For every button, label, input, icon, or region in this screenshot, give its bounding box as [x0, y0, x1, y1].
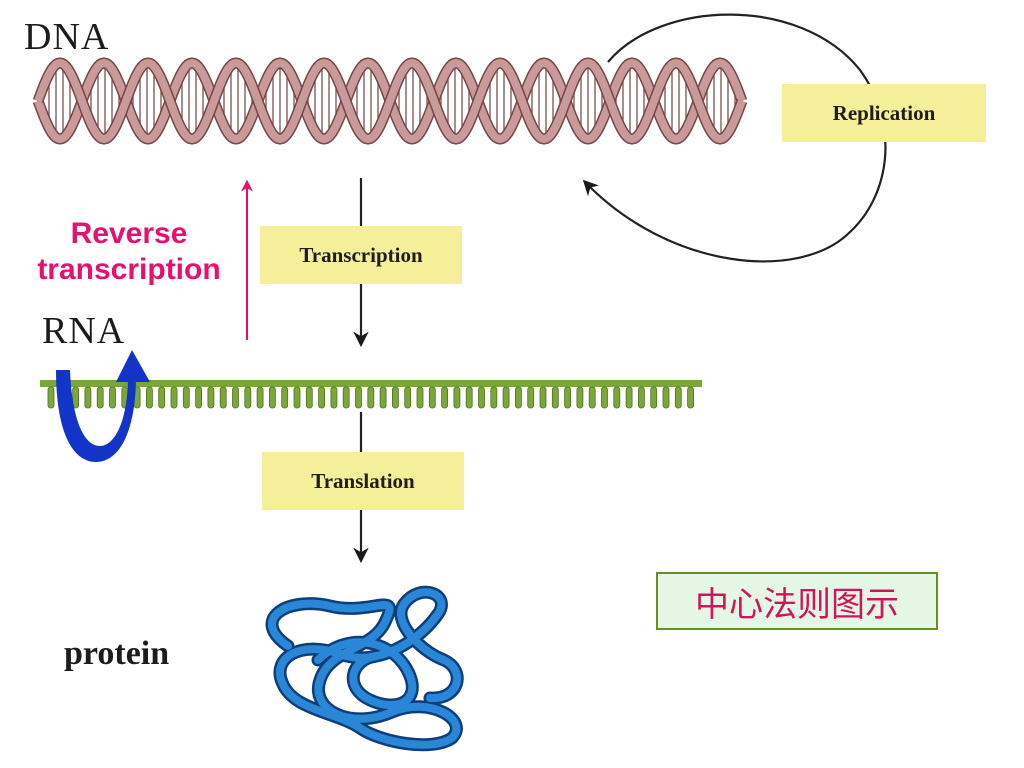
rna-base	[305, 386, 313, 409]
caption-box: 中心法则图示	[656, 572, 938, 630]
rna-base	[465, 386, 473, 409]
rna-base	[551, 386, 559, 409]
rna-base	[416, 386, 424, 409]
rna-base	[170, 386, 178, 409]
rna-base	[613, 386, 621, 409]
rna-base	[342, 386, 350, 409]
rna-base	[662, 386, 670, 409]
rna-base	[281, 386, 289, 409]
rna-base	[539, 386, 547, 409]
rna-base	[404, 386, 412, 409]
rna-base	[219, 386, 227, 409]
translation-box: Translation	[262, 452, 464, 510]
caption-text: 中心法则图示	[695, 584, 899, 625]
rna-base	[145, 386, 153, 409]
rna-base	[207, 386, 215, 409]
reverse-transcription-label: Reverse transcription	[16, 216, 242, 288]
rna-base	[84, 386, 92, 409]
reverse-transcription-line-2: transcription	[37, 253, 221, 286]
rna-base	[72, 386, 79, 409]
rna-base	[638, 386, 645, 409]
transcription-box: Transcription	[260, 226, 462, 284]
rna-base	[109, 386, 116, 409]
rna-base	[318, 386, 326, 409]
rna-base	[502, 386, 510, 409]
rna-base	[158, 386, 166, 409]
dna-backbone-strand	[34, 58, 746, 144]
protein-label: protein	[64, 635, 170, 672]
rna-base	[268, 386, 276, 409]
rna-base	[650, 386, 658, 409]
rna-base	[47, 386, 55, 409]
rna-base	[182, 386, 190, 409]
rna-base	[391, 386, 399, 409]
rna-base	[441, 386, 449, 409]
rna-base	[453, 386, 461, 409]
rna-base	[576, 386, 584, 409]
rna-base	[478, 386, 485, 409]
rna-base	[687, 386, 694, 409]
replication-cycle-arrow	[582, 13, 887, 263]
rna-base	[232, 386, 239, 409]
rna-label: RNA	[42, 310, 126, 352]
rna-base	[355, 386, 362, 409]
rna-base	[527, 386, 535, 409]
rna-base	[625, 386, 633, 409]
rna-base	[379, 386, 387, 409]
rna-base	[256, 386, 264, 409]
reverse-transcription-line-1: Reverse	[70, 217, 188, 250]
rna-base	[588, 386, 596, 409]
rna-base	[367, 386, 375, 409]
dna-double-helix	[32, 57, 748, 145]
rna-base	[330, 386, 338, 409]
rna-base	[674, 386, 682, 409]
rna-replication-arrow	[56, 350, 150, 462]
rna-base	[564, 386, 571, 409]
rna-base	[96, 386, 104, 409]
rna-base	[195, 386, 203, 409]
rna-base	[293, 386, 301, 409]
protein-folded-chain	[272, 592, 457, 745]
rna-strand	[40, 380, 702, 409]
rna-base	[244, 386, 252, 409]
replication-box: Replication	[782, 84, 986, 142]
dna-label: DNA	[24, 16, 110, 58]
rna-base	[515, 386, 522, 409]
rna-base	[601, 386, 608, 409]
rna-base	[428, 386, 436, 409]
rna-base	[490, 386, 498, 409]
